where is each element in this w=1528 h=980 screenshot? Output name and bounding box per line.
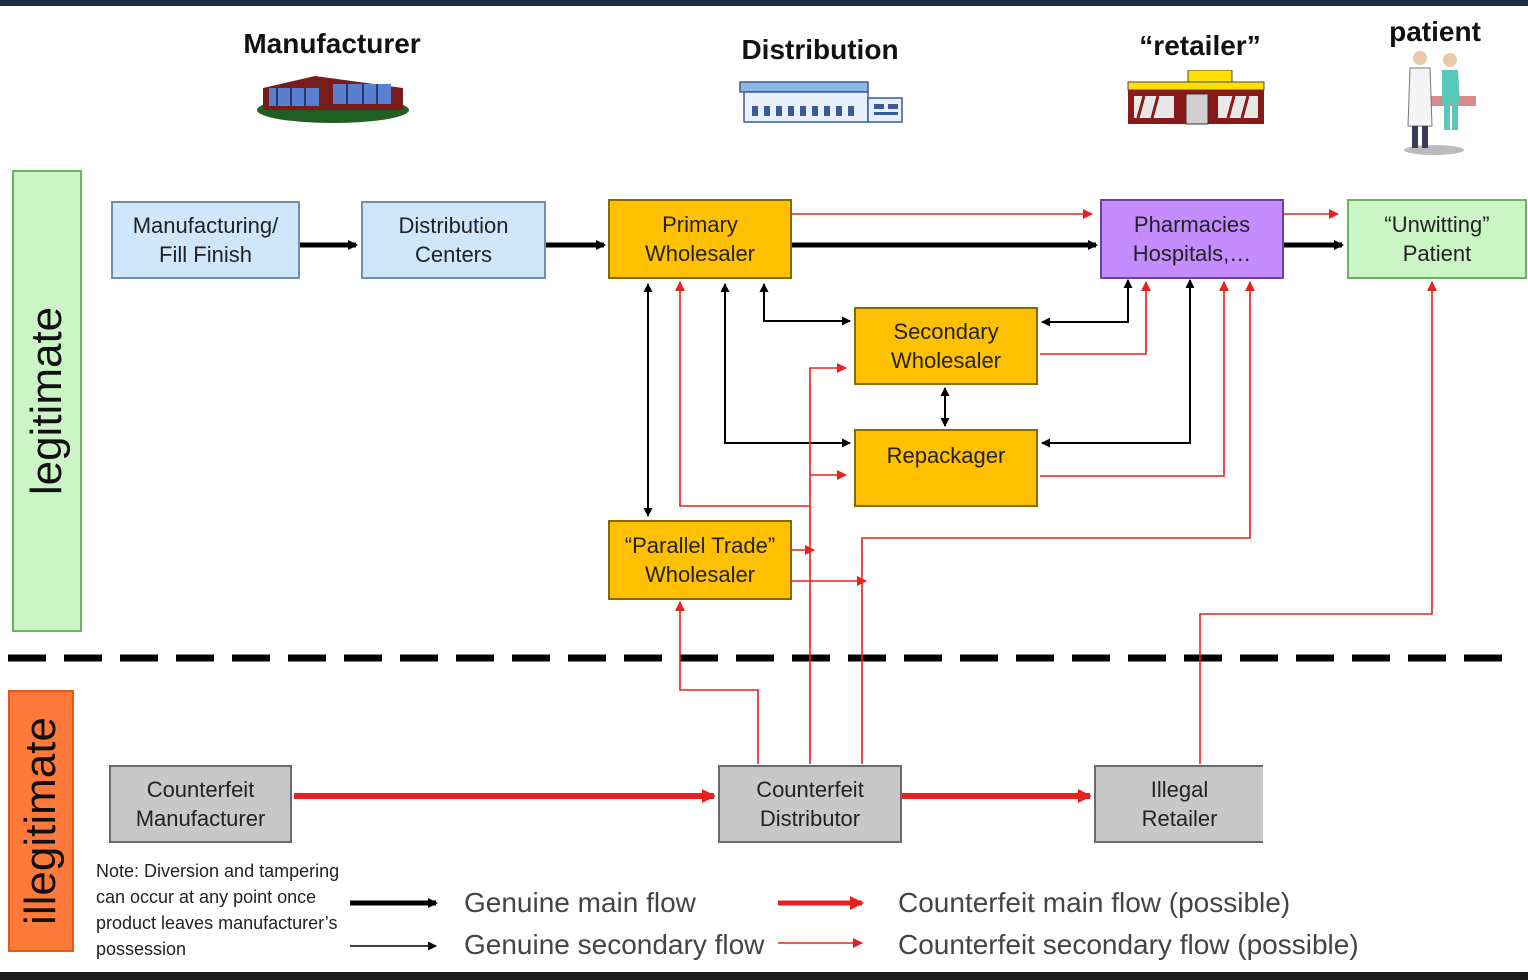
- node-counterfeit-distributor: Counterfeit Distributor: [718, 765, 902, 843]
- diversion-note: Note: Diversion and tampering can occur …: [96, 861, 340, 959]
- node-parallel-trade: “Parallel Trade” Wholesaler: [608, 520, 792, 600]
- flow-cf-distributor-to-primary: [675, 281, 810, 507]
- legend-counterfeit-secondary-label: Counterfeit secondary flow (possible): [898, 929, 1359, 960]
- doctor-patient-icon: [1404, 51, 1476, 155]
- node-illegal-retailer: Illegal Retailer: [1094, 765, 1263, 843]
- node-distribution-centers: Distribution Centers: [361, 201, 546, 279]
- stage-patient: patient: [1389, 16, 1481, 47]
- flow-cf-secondary-to-pharmacies: [1040, 281, 1151, 355]
- factory-icon: [257, 76, 409, 123]
- flow-primary-repackager: [720, 283, 851, 448]
- flow-cf-repackager-to-pharmacies: [1040, 281, 1229, 477]
- flow-primary-secondary: [759, 283, 851, 326]
- legend-counterfeit-main-label: Counterfeit main flow (possible): [898, 887, 1291, 918]
- top-border: [0, 0, 1528, 6]
- flow-pharmacies-repackager: [1041, 279, 1195, 448]
- flow-cf-distributor-to-parallel: [675, 601, 759, 764]
- node-pharmacies: Pharmacies Hospitals,…: [1100, 199, 1284, 279]
- legend-genuine-secondary-label: Genuine secondary flow: [464, 929, 765, 960]
- stage-retailer: “retailer”: [1139, 30, 1261, 61]
- legitimate-region: legitimate: [12, 170, 82, 632]
- flow-cf-distributor-to-secondary: [809, 363, 847, 764]
- node-secondary-wholesaler: Secondary Wholesaler: [854, 307, 1038, 385]
- legend-genuine-main-label: Genuine main flow: [464, 887, 696, 918]
- flow-cf-retailer-to-patient: [1199, 281, 1437, 764]
- flow-pharmacies-secondary: [1041, 279, 1133, 327]
- node-unwitting-patient: “Unwitting” Patient: [1347, 199, 1527, 279]
- node-repackager: Repackager: [854, 429, 1038, 507]
- node-counterfeit-manufacturer: Counterfeit Manufacturer: [109, 765, 292, 843]
- flow-cf-distributor-to-pharmacies: [861, 281, 1255, 764]
- bottom-border: [0, 972, 1528, 980]
- stage-manufacturer: Manufacturer: [243, 28, 421, 59]
- warehouse-icon: [739, 81, 903, 123]
- node-primary-wholesaler: Primary Wholesaler: [608, 199, 792, 279]
- stage-distribution: Distribution: [741, 34, 899, 65]
- storefront-icon: [1127, 70, 1265, 125]
- node-manufacturing: Manufacturing/ Fill Finish: [111, 201, 300, 279]
- illegitimate-region: illegitimate: [8, 690, 74, 952]
